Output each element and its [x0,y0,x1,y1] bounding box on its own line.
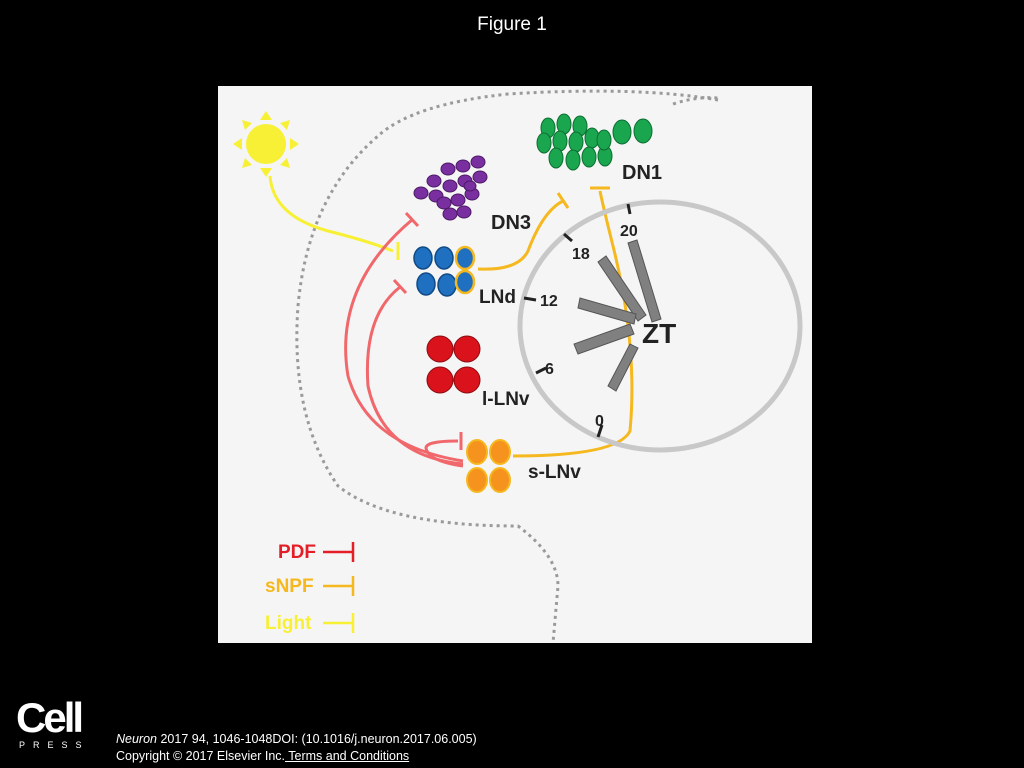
dn3-label: DN3 [491,212,531,234]
s-lnv-label: s-LNv [528,462,581,483]
lnd-cluster [413,245,476,297]
tick-label-20: 20 [620,223,638,240]
legend-snpf-label: sNPF [265,576,314,597]
l-lnv-cluster [426,335,481,394]
pdf-inhibition-bar-dn3 [404,211,420,228]
clock-neuron-diagram: DN1 DN3 LNd l-LNv s-LNv ZT 0 6 12 18 20 … [233,89,803,643]
s-lnv-cluster [466,439,511,493]
brain-outline [295,89,719,643]
pdf-autoreceptor [424,439,464,468]
dn1-label: DN1 [622,162,662,184]
figure-title: Figure 1 [477,14,547,35]
legend-light-label: Light [265,613,312,634]
cell-logo-word: Cell [16,694,84,741]
tick-label-0: 0 [595,413,604,430]
diagram-panel: DN1 DN3 LNd l-LNv s-LNv ZT 0 6 12 18 20 … [218,86,812,643]
journal-name: Neuron [116,732,157,746]
zt-clock-face [517,199,803,453]
legend: PDF sNPF Light [265,542,355,634]
clock-hands [573,239,662,392]
zt-label: ZT [642,318,676,349]
lnd-label: LNd [479,287,516,308]
copyright-text: Copyright © 2017 Elsevier Inc. [116,749,286,763]
cell-press-logo: Cell PRESS [16,694,86,752]
dn3-cluster [413,155,488,221]
snpf-pathway-to-dn1 [512,190,634,458]
brain-outline-top [672,96,719,106]
citation-line: Neuron 2017 94, 1046-1048DOI: (10.1016/j… [116,732,477,746]
pdf-pathway-to-lnd [365,285,464,466]
tick-label-6: 6 [545,361,554,378]
light-pathway [268,175,394,253]
sun-icon [233,111,299,177]
clock-ticks [523,203,632,438]
l-lnv-label: l-LNv [482,389,530,410]
press-logo-word: PRESS [19,740,90,750]
pdf-pathway-to-dn3 [344,217,464,463]
tick-label-18: 18 [572,246,590,263]
pdf-inhibition-bar-lnd [392,278,408,295]
terms-and-conditions-link[interactable]: Terms and Conditions [285,749,410,763]
snpf-pathway-to-dn3 [477,199,564,271]
dn1-cluster [536,113,653,171]
legend-pdf-label: PDF [278,542,316,563]
copyright-line: Copyright © 2017 Elsevier Inc. Terms and… [116,749,409,763]
snpf-inhibition-bar-dn3 [556,192,570,209]
citation-details: 2017 94, 1046-1048DOI: (10.1016/j.neuron… [157,732,477,746]
tick-label-12: 12 [540,293,558,310]
